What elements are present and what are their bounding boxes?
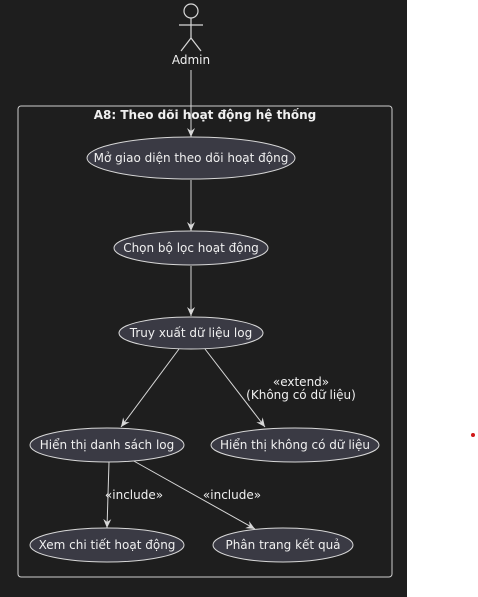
use-case-uc2-label: Chọn bộ lọc hoạt động <box>123 241 259 255</box>
include-label-2: «include» <box>203 488 261 502</box>
diagram-canvas <box>0 0 407 597</box>
uc4-to-uc7-include-arrow <box>131 459 256 530</box>
use-case-uc2[interactable]: Chọn bộ lọc hoạt động <box>113 230 269 266</box>
uc3-to-uc5-extend-arrow <box>204 348 266 428</box>
use-case-uc3-label: Truy xuất dữ liệu log <box>129 326 252 340</box>
use-case-uc4[interactable]: Hiển thị danh sách log <box>29 427 185 463</box>
use-case-uc5-label: Hiển thị không có dữ liệu <box>220 438 370 452</box>
use-case-uc6-label: Xem chi tiết hoạt động <box>39 538 176 552</box>
boundary-title: A8: Theo dõi hoạt động hệ thống <box>94 108 317 122</box>
actor-figure <box>179 3 203 52</box>
use-case-uc7-label: Phân trang kết quả <box>225 538 340 552</box>
use-case-uc4-label: Hiển thị danh sách log <box>40 438 175 452</box>
use-case-uc7[interactable]: Phân trang kết quả <box>212 527 354 563</box>
system-boundary <box>17 105 393 578</box>
use-case-uc1-label: Mở giao diện theo dõi hoạt động <box>94 151 289 165</box>
uc3-to-uc4-arrow <box>120 348 180 428</box>
include-label-1: «include» <box>105 488 163 502</box>
extend-condition-label: (Không có dữ liệu) <box>246 388 356 402</box>
use-case-uc6[interactable]: Xem chi tiết hoạt động <box>29 527 185 563</box>
use-case-uc1[interactable]: Mở giao diện theo dõi hoạt động <box>86 136 296 180</box>
red-marker-dot <box>471 433 475 437</box>
uc4-to-uc6-include-arrow <box>103 461 112 529</box>
use-case-uc3[interactable]: Truy xuất dữ liệu log <box>118 316 264 350</box>
use-case-uc5[interactable]: Hiển thị không có dữ liệu <box>210 427 380 463</box>
actor-label: Admin <box>172 53 210 67</box>
extend-label: «extend» <box>273 375 329 389</box>
